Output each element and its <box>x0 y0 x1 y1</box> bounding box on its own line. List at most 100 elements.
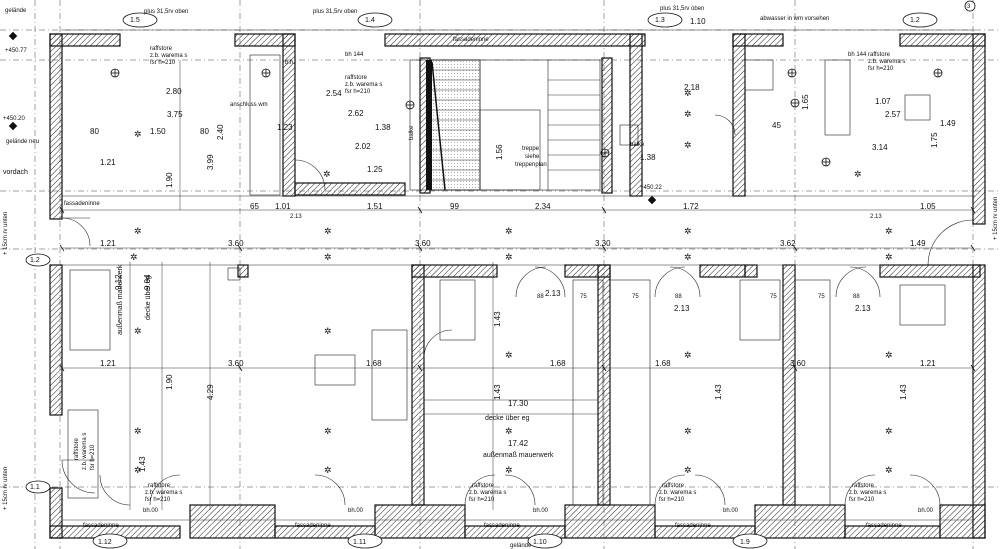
labels: gelände +450.77 +450.20 gelände neu +450… <box>3 4 999 549</box>
svg-text:✲: ✲ <box>134 465 142 475</box>
dim-1-43-a: 1.43 <box>493 311 502 327</box>
dim-99: 99 <box>450 202 459 211</box>
dim-2-13-a: 2.13 <box>290 214 302 220</box>
plus-oben-2: plus 31,5rv oben <box>313 9 357 15</box>
raffstore-6: raffstore <box>662 483 685 489</box>
bh00-4: bh.00 <box>723 508 739 514</box>
svg-text:✲: ✲ <box>134 426 142 436</box>
gelaende-bottom: gelände <box>510 543 532 549</box>
dimension-lines <box>62 29 975 521</box>
siehe-label: siehe <box>525 154 540 160</box>
dim-88-a: 88 <box>537 294 544 300</box>
level-3-value: +450.22 <box>640 185 663 191</box>
fsr-4: fsr h=210 <box>145 497 171 503</box>
svg-text:✲: ✲ <box>885 426 893 436</box>
dim-65: 65 <box>250 202 259 211</box>
bh144-2: bh 144 <box>848 52 867 58</box>
balke-label: balke <box>630 142 645 148</box>
light-symbols <box>110 68 943 167</box>
warema-2: z.b. warema s <box>345 82 382 88</box>
svg-text:✲: ✲ <box>505 350 513 360</box>
dim-3-14: 3.14 <box>872 143 888 152</box>
aussenmass-label: außenmaß mauerwerk <box>483 452 554 459</box>
dim-1-01: 1.01 <box>275 202 291 211</box>
grid-bubble-top-3: 1.3 <box>655 17 665 24</box>
fsr-7: fsr h=210 <box>849 497 875 503</box>
vordach-label: vordach <box>3 169 28 176</box>
dim-17-42: 17.42 <box>508 439 529 448</box>
svg-text:✲: ✲ <box>885 226 893 236</box>
ceiling-lights: ✲✲✲ ✲✲ ✲✲✲ ✲✲✲ ✲✲✲ ✲✲✲ ✲✲✲ ✲✲✲ ✲✲✲ ✲✲✲ ✲… <box>130 88 893 475</box>
grid-bubble-left-1: 1.2 <box>30 257 40 264</box>
raffstore-7: raffstore <box>852 483 875 489</box>
svg-text:✲: ✲ <box>684 140 692 150</box>
dim-2-13-e: 2.13 <box>855 304 871 313</box>
dim-1-05: 1.05 <box>920 202 936 211</box>
svg-text:✲: ✲ <box>684 226 692 236</box>
dim-1-25: 1.25 <box>367 165 383 174</box>
plus-unten-2: + 15cm rv unten <box>3 467 9 510</box>
dim-1-65: 1.65 <box>801 94 810 110</box>
fassade-label-1: fassadeninne <box>83 523 119 529</box>
svg-text:✲: ✲ <box>684 426 692 436</box>
warema-vertical: z.b. warema s <box>82 433 88 470</box>
dim-2-62: 2.62 <box>348 109 364 118</box>
dim-4-29: 4.29 <box>206 384 215 400</box>
raffstore-1: raffstore <box>150 46 173 52</box>
bh00-1: bh.00 <box>143 508 159 514</box>
grid-bubble-top-2: 1.4 <box>365 17 375 24</box>
bh144-1: bh 144 <box>345 52 364 58</box>
level-2-value: +450.20 <box>3 116 26 122</box>
level-1-value: +450.77 <box>5 48 28 54</box>
warema-5: z.b. warema s <box>469 490 506 496</box>
dim-1-50: 1.50 <box>150 127 166 136</box>
dim-3-99: 3.99 <box>206 154 215 170</box>
grid-bubble-top-1: 1.5 <box>130 17 140 24</box>
bh00-5: bh.00 <box>918 508 934 514</box>
fassade-label-5: fassadeninne <box>484 523 520 529</box>
dimension-ticks <box>59 206 976 372</box>
interior-lines <box>62 54 975 506</box>
svg-text:✲: ✲ <box>885 252 893 262</box>
dim-1-49-b: 1.49 <box>940 119 956 128</box>
dim-1-21-a: 1.21 <box>100 239 116 248</box>
dim-2-13-d: 2.13 <box>674 304 690 313</box>
dim-3-60-d: 3.60 <box>790 359 806 368</box>
dim-3-75: 3.75 <box>167 110 183 119</box>
svg-text:✲: ✲ <box>324 226 332 236</box>
dim-3-62: 3.62 <box>780 239 796 248</box>
svg-text:✲: ✲ <box>134 326 142 336</box>
treppe-label: treppe <box>522 146 540 152</box>
dim-1-56: 1.56 <box>495 144 504 160</box>
exterior-walls <box>49 33 986 539</box>
svg-text:✲: ✲ <box>684 350 692 360</box>
grid-bubble-left-2: 1.1 <box>30 484 40 491</box>
dim-3-60-b: 3.60 <box>415 239 431 248</box>
treppenplan-label: treppenplan <box>515 162 547 168</box>
dim-1-72: 1.72 <box>683 202 699 211</box>
door-swings <box>61 114 974 506</box>
dim-1-07: 1.07 <box>875 97 891 106</box>
svg-text:✲: ✲ <box>505 252 513 262</box>
dim-1-43-e: 1.43 <box>138 456 147 472</box>
dim-1-21-d: 1.21 <box>100 158 116 167</box>
dim-1-10: 1.10 <box>690 17 706 26</box>
dim-3-60-a: 3.60 <box>228 239 244 248</box>
svg-text:✲: ✲ <box>684 252 692 262</box>
dim-1-43-c: 1.43 <box>714 384 723 400</box>
dim-1-49: 1.49 <box>910 239 926 248</box>
warema-6: z.b. warema s <box>659 490 696 496</box>
dim-88-b: 88 <box>675 294 682 300</box>
svg-text:✲: ✲ <box>885 350 893 360</box>
svg-text:✲: ✲ <box>130 252 138 262</box>
dim-1-68-b: 1.68 <box>550 359 566 368</box>
fassade-label-2: fassadeninne <box>453 37 489 43</box>
plus-unten-3: + 15cm rv unten <box>993 197 999 240</box>
dim-1-75: 1.75 <box>930 132 939 148</box>
svg-text:✲: ✲ <box>324 252 332 262</box>
raffstore-3: raffstore <box>868 52 891 58</box>
stair-block <box>426 59 600 191</box>
dim-2-13-b: 2.13 <box>870 214 882 220</box>
grid-bubble-bottom-4: 1.9 <box>740 539 750 546</box>
